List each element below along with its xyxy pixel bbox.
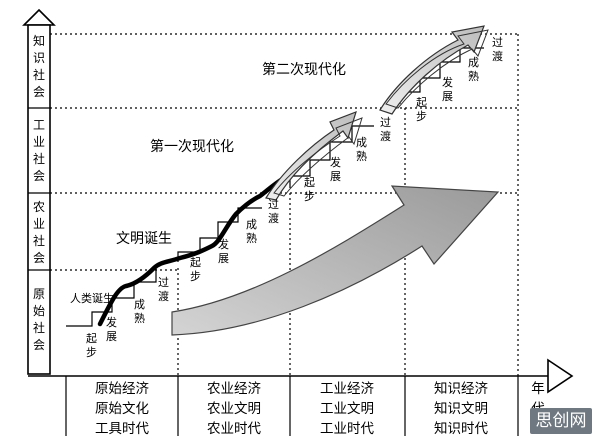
svg-text:起: 起 [304,176,315,189]
svg-text:成: 成 [356,136,367,149]
svg-text:工业文明: 工业文明 [320,401,374,417]
period-label-primitive: 原始经济 原始文化 工具时代 [95,381,149,436]
svg-text:成: 成 [134,298,145,311]
svg-text:渡: 渡 [492,49,503,63]
svg-text:过: 过 [492,36,503,49]
svg-text:原: 原 [33,287,45,301]
svg-text:社: 社 [33,67,45,82]
svg-text:农业时代: 农业时代 [207,421,261,436]
svg-text:社: 社 [33,233,45,248]
svg-text:发: 发 [330,155,341,169]
svg-text:熟: 熟 [134,311,145,325]
svg-text:知识经济: 知识经济 [434,380,488,397]
first-modernization-label: 第一次现代化 [150,138,234,155]
watermark-logo: 思创网 [530,408,592,434]
svg-text:原始文化: 原始文化 [95,401,149,417]
svg-text:知识文明: 知识文明 [434,400,488,417]
period-label-knowledge: 知识经济 知识文明 知识时代 [434,380,488,436]
svg-text:工业经济: 工业经济 [320,381,374,397]
svg-text:步: 步 [190,270,201,283]
svg-text:发: 发 [218,237,229,251]
first-modernization-arrow-2 [273,117,363,197]
svg-text:展: 展 [442,90,453,103]
svg-text:展: 展 [106,330,117,343]
svg-text:知: 知 [33,34,45,48]
y-level-label-knowledge: 知 识 社 会 [33,34,45,99]
svg-text:始: 始 [33,304,45,318]
svg-text:会: 会 [33,85,45,99]
svg-text:业: 业 [33,135,45,149]
svg-text:步: 步 [304,190,315,203]
staircase-industrial [289,125,374,188]
svg-text:成: 成 [246,218,257,231]
svg-text:起: 起 [416,96,427,109]
svg-text:原始经济: 原始经济 [95,381,149,397]
svg-text:工具时代: 工具时代 [95,421,149,436]
svg-text:知识时代: 知识时代 [434,420,488,436]
svg-text:发: 发 [106,315,117,329]
svg-text:农业经济: 农业经济 [207,381,261,397]
svg-text:工: 工 [33,118,45,132]
x-axis [28,358,574,436]
svg-text:过: 过 [268,198,279,211]
y-level-label-industrial: 工 业 社 会 [33,118,45,183]
svg-text:成: 成 [468,56,479,69]
period-label-agricultural: 农业经济 农业文明 农业时代 [207,381,261,436]
svg-text:工业时代: 工业时代 [320,421,374,436]
civilization-birth-label: 文明诞生 [116,231,172,247]
svg-text:起: 起 [86,332,97,345]
svg-text:识: 识 [33,51,45,65]
svg-text:渡: 渡 [268,211,279,225]
y-level-label-agricultural: 农 业 社 会 [33,200,45,265]
big-trend-arrow [171,185,500,336]
svg-text:熟: 熟 [356,149,367,163]
svg-text:业: 业 [33,217,45,231]
svg-text:社: 社 [33,320,45,335]
svg-text:展: 展 [218,252,229,265]
svg-text:过: 过 [158,276,169,289]
stage-labels-agricultural: 起 步 发 展 成 熟 过 渡 [190,198,279,283]
stage-labels-industrial: 起 步 发 展 成 熟 过 渡 [304,116,391,203]
svg-text:会: 会 [33,338,45,352]
stage-labels-primitive: 起 步 发 展 成 熟 过 渡 [86,276,169,359]
first-modernization-arrow [265,110,357,201]
svg-text:发: 发 [442,75,453,89]
human-birth-label: 人类诞生 [70,291,114,305]
svg-text:农业文明: 农业文明 [207,401,261,417]
svg-text:展: 展 [330,170,341,183]
svg-text:熟: 熟 [246,231,257,245]
svg-text:起: 起 [190,256,201,269]
second-modernization-arrow [379,25,485,115]
svg-text:年: 年 [531,381,545,397]
svg-text:过: 过 [380,116,391,129]
svg-text:渡: 渡 [380,129,391,143]
svg-text:社: 社 [33,151,45,166]
svg-text:步: 步 [416,110,427,123]
svg-text:会: 会 [33,169,45,183]
y-axis [22,8,56,375]
period-label-industrial: 工业经济 工业文明 工业时代 [320,381,374,436]
svg-text:步: 步 [86,346,97,359]
development-curve [97,175,287,327]
svg-text:会: 会 [33,251,45,265]
svg-text:熟: 熟 [468,69,479,83]
svg-text:农: 农 [33,200,45,214]
y-level-label-primitive: 原 始 社 会 [33,287,45,352]
stage-labels-knowledge: 起 步 发 展 成 熟 过 渡 [416,36,503,123]
second-modernization-arrow-2 [385,29,489,109]
svg-text:渡: 渡 [158,289,169,303]
second-modernization-label: 第二次现代化 [262,61,346,78]
